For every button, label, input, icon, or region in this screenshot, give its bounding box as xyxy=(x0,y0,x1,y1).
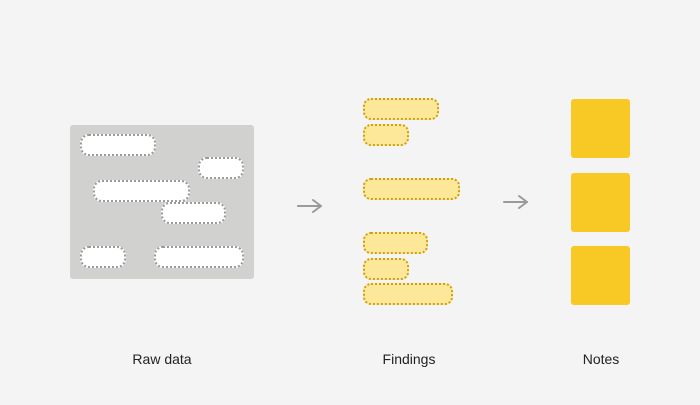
finding-item xyxy=(363,232,428,254)
raw-data-snippet xyxy=(80,134,156,156)
note-card xyxy=(571,246,630,305)
finding-item xyxy=(363,283,453,305)
raw-data-snippet xyxy=(80,246,126,268)
finding-item xyxy=(363,98,439,120)
arrow-right-icon xyxy=(503,195,528,209)
finding-item xyxy=(363,124,409,146)
raw-data-snippet xyxy=(161,202,226,224)
findings-label: Findings xyxy=(382,351,436,367)
note-card xyxy=(571,99,630,158)
raw-data-snippet xyxy=(154,246,244,268)
notes-label: Notes xyxy=(582,351,620,367)
arrow-right-icon xyxy=(297,199,322,213)
raw-data-snippet xyxy=(198,157,244,179)
raw-data-snippet xyxy=(93,180,190,202)
finding-item xyxy=(363,258,409,280)
finding-item xyxy=(363,178,460,200)
raw-data-panel xyxy=(70,125,254,279)
note-card xyxy=(571,173,630,232)
raw-data-label: Raw data xyxy=(132,351,192,367)
